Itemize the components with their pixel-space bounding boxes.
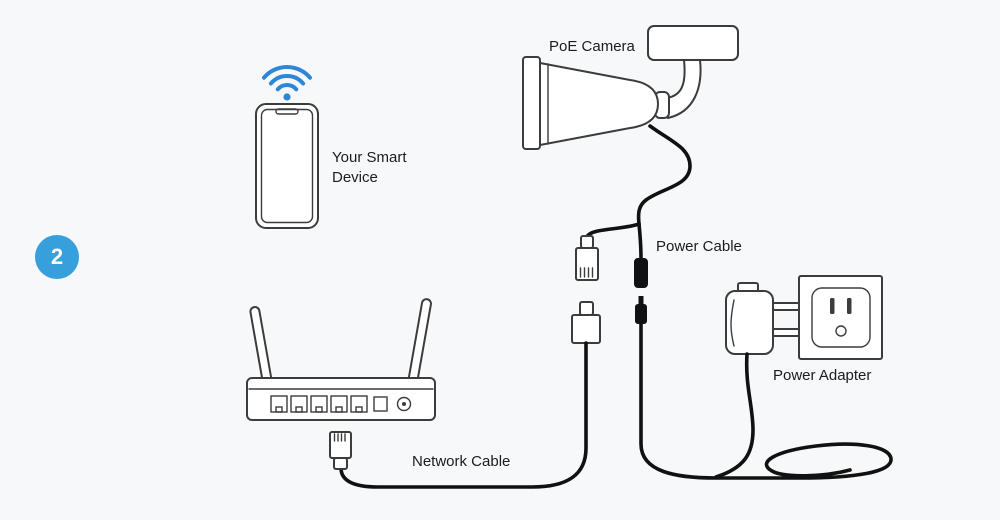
step-badge: 2	[35, 235, 79, 279]
smartphone-icon	[255, 103, 319, 229]
power-adapter-label: Power Adapter	[773, 367, 872, 384]
poe-camera-label: PoE Camera	[549, 38, 635, 55]
adapter-cable-line	[714, 352, 755, 479]
network-cable-line	[339, 341, 588, 489]
network-cable-label: Network Cable	[412, 453, 511, 470]
poe-camera-icon	[522, 25, 739, 150]
smart-device-label: Your Smart Device	[332, 149, 407, 187]
power-adapter-icon	[725, 282, 800, 355]
power-cable-label: Power Cable	[656, 238, 742, 255]
router-rj45-plug-icon	[329, 431, 352, 470]
wifi-icon	[262, 64, 312, 101]
wall-outlet-icon	[798, 275, 883, 360]
router-icon	[246, 298, 436, 421]
dc-connector-icon	[634, 258, 648, 324]
step-number: 2	[50, 244, 64, 269]
rj45-coupler-icon	[571, 301, 601, 344]
rj45-plug-icon	[575, 235, 599, 281]
power-cable-line	[639, 322, 893, 480]
